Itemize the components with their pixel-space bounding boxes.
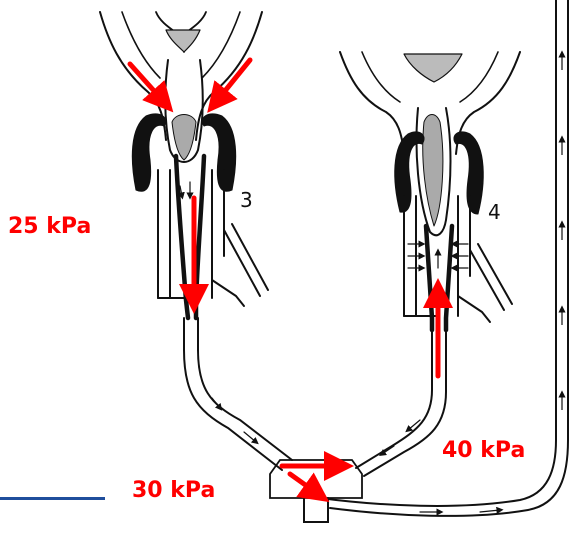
left-milk-top [166,30,200,52]
right-liner-lip [395,132,424,212]
left-unit [100,12,268,350]
red-arrow-right-diagonal [216,60,250,102]
red-arrow-left-diagonal [130,64,164,102]
left-liner-lip [132,114,165,191]
pressure-label-left: 25 kPa [8,214,91,239]
right-outer-shell [340,52,404,154]
pressure-label-bottom: 30 kPa [132,478,215,503]
pressure-label-right: 40 kPa [442,438,525,463]
right-milk-top [404,54,462,82]
right-tube [356,330,432,468]
right-unit [340,52,520,330]
panel-left-number: 3 [240,188,253,212]
accent-rule [0,497,105,500]
red-arrow-claw-down [290,474,318,494]
panel-right-number: 4 [488,200,501,224]
left-pulse-tube [224,230,260,296]
